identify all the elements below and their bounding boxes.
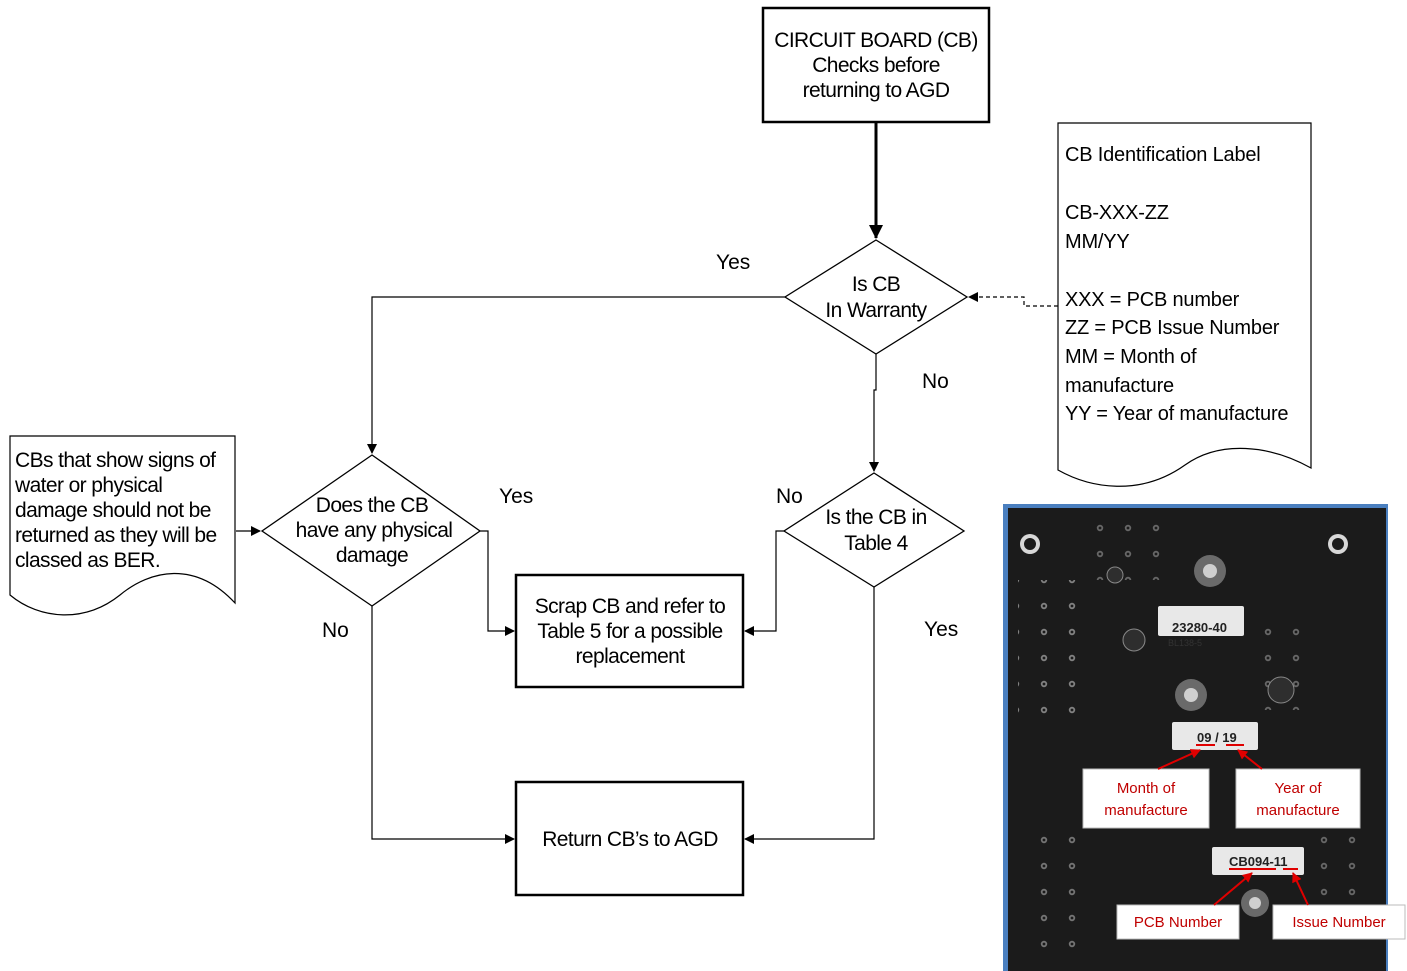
process-scrap: Scrap CB and refer to Table 5 for a poss… <box>514 573 745 689</box>
decision-damage: Does the CB have any physical damage <box>260 454 482 607</box>
table4-line-1: Is the CB in <box>825 506 926 529</box>
board-label-23280: 23280-40 <box>1172 620 1227 635</box>
edge-table4-no <box>744 530 786 636</box>
note-damage-line-4: returned as they will be <box>15 524 217 547</box>
start-node: CIRCUIT BOARD (CB) Checks before returni… <box>761 6 991 124</box>
callout-month-1: Month of <box>1117 780 1176 797</box>
id-label-title: CB Identification Label <box>1065 144 1261 166</box>
id-label-mm-2: manufacture <box>1065 375 1174 397</box>
callout-year-2: manufacture <box>1256 802 1339 819</box>
svg-text:CIRCUIT BOARD (CB): CIRCUIT BOARD (CB) <box>774 29 978 52</box>
damage-line-2: have any physical <box>296 519 453 542</box>
note-id-label: CB Identification Label CB-XXX-ZZ MM/YY … <box>1057 122 1312 487</box>
callout-pcb-number: PCB Number <box>1134 914 1222 931</box>
note-damage-line-2: water or physical <box>14 474 162 497</box>
damage-line-3: damage <box>336 544 408 567</box>
warranty-line-2: In Warranty <box>825 299 927 322</box>
scrap-line-2: Table 5 for a possible <box>537 620 722 643</box>
edge-warranty-no <box>869 352 879 472</box>
callout-year-1: Year of <box>1275 780 1323 797</box>
label-table4-yes: Yes <box>924 618 958 641</box>
edge-labels: Yes No Yes No No Yes <box>322 251 958 642</box>
board-label-bl138: BL138-5 <box>1168 638 1202 648</box>
start-line-1: CIRCUIT BOARD (CB) <box>774 29 978 52</box>
note-damage-line-5: classed as BER. <box>15 549 160 572</box>
id-label-yy: YY = Year of manufacture <box>1065 403 1288 425</box>
return-line-1: Return CB’s to AGD <box>542 828 718 851</box>
damage-line-1: Does the CB <box>316 494 428 517</box>
callout-issue-number: Issue Number <box>1292 914 1385 931</box>
warranty-line-1: Is CB <box>852 273 900 296</box>
id-label-format: CB-XXX-ZZ <box>1065 202 1169 224</box>
decision-warranty: Is CB In Warranty <box>783 239 969 355</box>
connectors <box>236 122 1058 844</box>
pcb-sticker: CB094-11 <box>1229 854 1288 869</box>
label-warranty-no: No <box>922 370 949 393</box>
scrap-line-1: Scrap CB and refer to <box>535 595 726 618</box>
pcb-photo: 23280-40 BL138-5 09 / 19 CB094-11 Month … <box>1003 504 1406 971</box>
note-damage-line-1: CBs that show signs of <box>15 449 216 472</box>
edge-damage-no <box>371 606 515 844</box>
label-table4-no: No <box>776 485 803 508</box>
date-sticker: 09 / 19 <box>1197 730 1237 745</box>
id-label-date-format: MM/YY <box>1065 231 1130 253</box>
edge-warranty-yes <box>367 296 786 454</box>
edge-label-note-dashed <box>968 292 1058 307</box>
id-label-mm-1: MM = Month of <box>1065 346 1197 368</box>
process-return: Return CB’s to AGD <box>514 780 745 897</box>
edge-damage-yes <box>480 530 515 636</box>
edge-table4-yes <box>744 587 875 844</box>
id-label-zz: ZZ = PCB Issue Number <box>1065 317 1280 339</box>
label-warranty-yes: Yes <box>716 251 750 274</box>
scrap-line-3: replacement <box>576 645 686 668</box>
label-damage-no: No <box>322 619 349 642</box>
callout-month-2: manufacture <box>1104 802 1187 819</box>
decision-table4: Is the CB in Table 4 <box>782 472 966 588</box>
id-label-xxx: XXX = PCB number <box>1065 289 1240 311</box>
svg-text:Checks before: Checks before <box>812 54 940 77</box>
start-line-2: Checks before <box>812 54 940 77</box>
label-damage-yes: Yes <box>499 485 533 508</box>
note-damage-line-3: damage should not be <box>15 499 211 522</box>
svg-text:returning to AGD: returning to AGD <box>803 79 950 102</box>
note-damage: CBs that show signs of water or physical… <box>9 435 236 616</box>
table4-line-2: Table 4 <box>844 532 908 555</box>
start-line-3: returning to AGD <box>803 79 950 102</box>
